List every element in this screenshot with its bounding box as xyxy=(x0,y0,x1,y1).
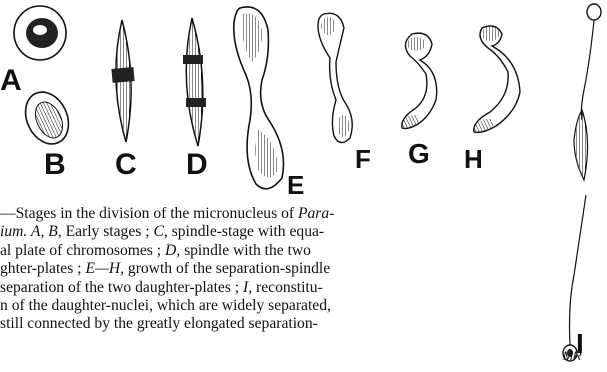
stage-i-lower-strand xyxy=(540,195,607,372)
stage-d-spindle xyxy=(183,18,206,146)
caption-line-3: al plate of chromosomes ; D, spindle wit… xyxy=(0,242,545,260)
stage-f-spindle xyxy=(318,13,352,142)
caption-line-6: n of the daughter-nuclei, which are wide… xyxy=(0,297,545,315)
label-c: C xyxy=(115,150,137,180)
micronucleus-division-figure: A B C D E F G H xyxy=(0,0,607,200)
figure-caption: —Stages in the division of the micronucl… xyxy=(0,205,545,334)
label-e: E xyxy=(287,172,304,198)
label-g: G xyxy=(408,140,430,168)
caption-line-7: still connected by the greatly elongated… xyxy=(0,315,545,333)
caption-line-1: —Stages in the division of the micronucl… xyxy=(0,205,545,223)
stage-e-spindle xyxy=(234,7,284,189)
label-f: F xyxy=(355,146,371,172)
label-d: D xyxy=(186,150,208,180)
label-h: H xyxy=(464,146,483,172)
label-a: A xyxy=(0,66,22,96)
stage-c-spindle xyxy=(111,20,134,142)
label-b: B xyxy=(44,150,66,180)
stage-h-spindle xyxy=(471,26,520,136)
stage-b-nucleus xyxy=(17,85,76,151)
stage-g-spindle xyxy=(398,33,436,132)
stage-a-nucleus xyxy=(14,6,66,60)
illustrator-initials: MR xyxy=(563,349,582,363)
caption-line-2: ium. A, B, Early stages ; C, spindle-sta… xyxy=(0,223,545,241)
caption-line-5: separation of the two daughter-plates ; … xyxy=(0,279,545,297)
stage-i-reconstitution xyxy=(574,4,601,180)
caption-line-4: ghter-plates ; E—H, growth of the separa… xyxy=(0,260,545,278)
